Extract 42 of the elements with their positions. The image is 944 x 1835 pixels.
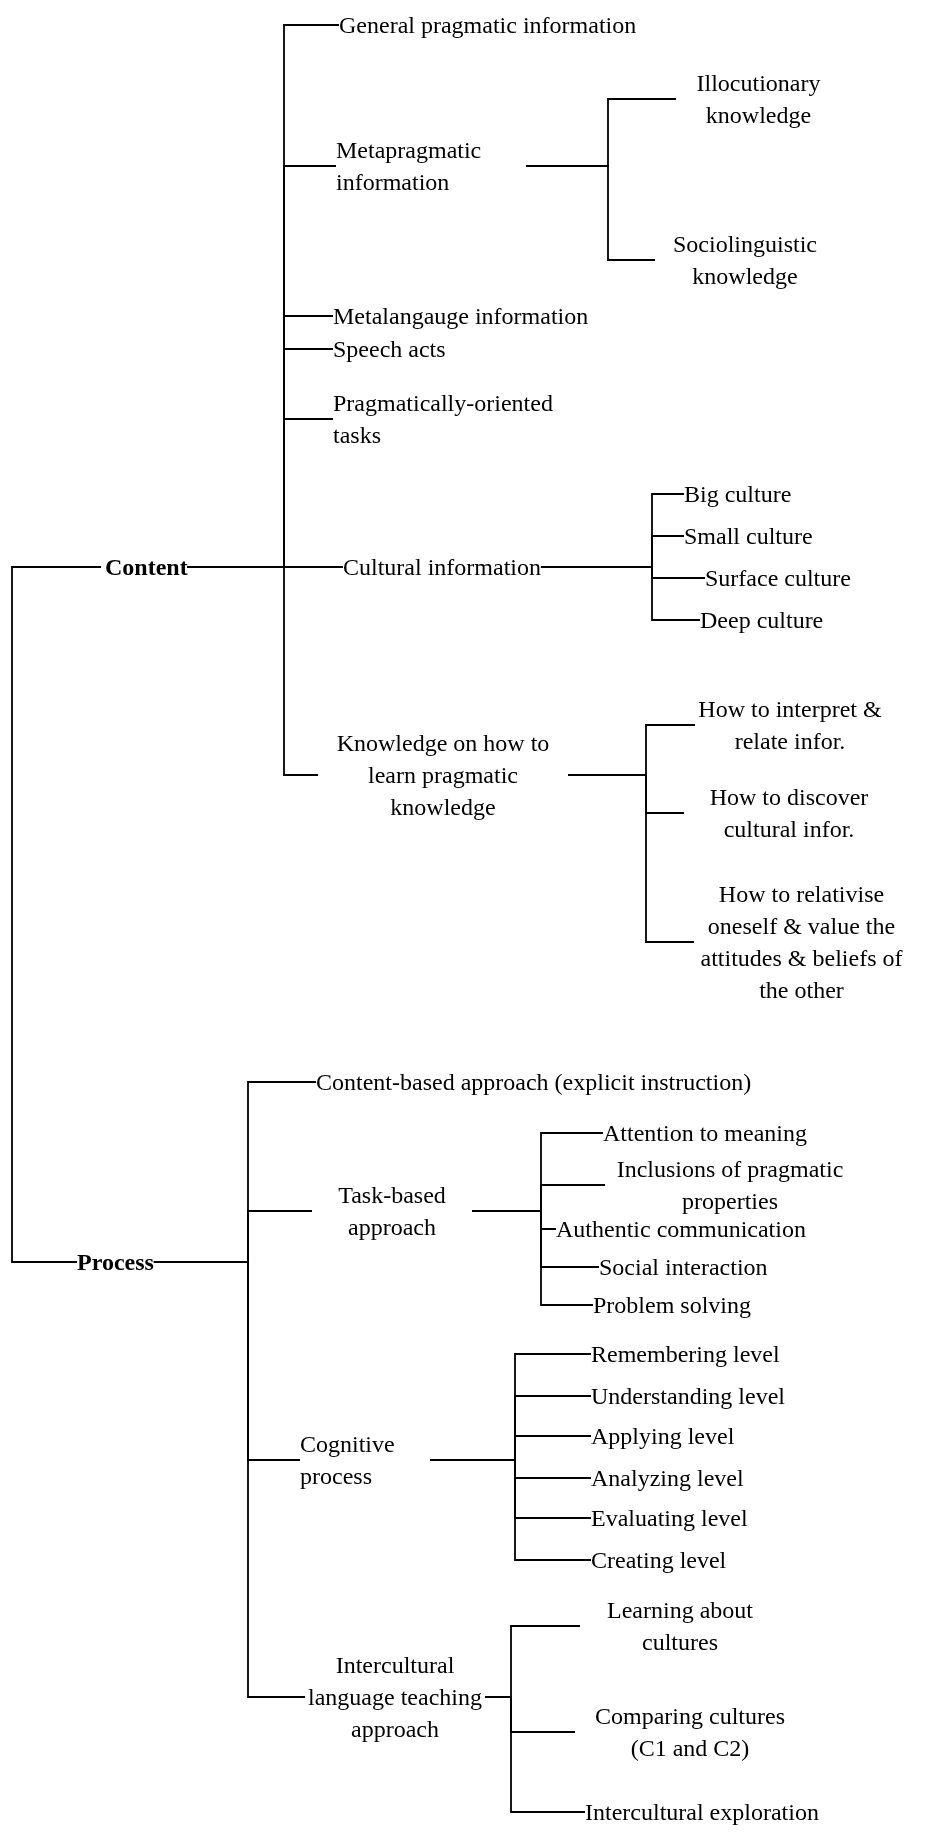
node-label: Metalangauge information	[333, 300, 589, 332]
node-label: Illocutionary knowledge	[676, 67, 841, 131]
node-label: Attention to meaning	[603, 1117, 807, 1149]
node-label: Big culture	[684, 478, 792, 510]
node-label: How to discover cultural infor.	[684, 781, 894, 845]
node-label: Remembering level	[591, 1338, 780, 1370]
node-label: Creating level	[591, 1544, 727, 1576]
tree-connector	[540, 566, 701, 621]
tree-connector	[186, 566, 319, 776]
tree-connector	[567, 774, 695, 943]
node-label: Content-based approach (explicit instruction)	[316, 1066, 752, 1098]
tree-connector	[11, 566, 102, 1263]
node-label: Speech acts	[333, 333, 446, 365]
node-label: Content	[105, 551, 188, 583]
node-label: Intercultural language teaching approach	[305, 1649, 485, 1745]
node-label: Surface culture	[705, 562, 851, 594]
node-label: Comparing cultures (C1 and C2)	[575, 1700, 805, 1764]
node-label: Deep culture	[700, 604, 824, 636]
node-label: General pragmatic information	[339, 9, 637, 41]
node-label: Learning about cultures	[580, 1594, 780, 1658]
node-label: Problem solving	[593, 1289, 751, 1321]
node-label: Process	[77, 1246, 154, 1278]
node-label: Cultural information	[343, 551, 541, 583]
node-label: Understanding level	[591, 1380, 785, 1412]
node-label: Sociolinguistic knowledge	[655, 228, 835, 292]
node-label: Task-based approach	[312, 1179, 472, 1243]
node-label: Cognitive process	[300, 1428, 430, 1492]
node-label: Small culture	[684, 520, 813, 552]
node-label: Applying level	[591, 1420, 735, 1452]
node-label: Social interaction	[599, 1251, 768, 1283]
node-label: Pragmatically-oriented tasks	[333, 387, 603, 451]
node-label: Intercultural exploration	[585, 1796, 819, 1828]
tree-connector	[471, 1210, 594, 1306]
node-label: How to interpret & relate infor.	[695, 693, 885, 757]
tree-connector	[429, 1459, 592, 1561]
tree-connector	[525, 165, 656, 261]
node-label: How to relativise oneself & value the attitudes & beliefs of the other	[694, 878, 909, 1006]
node-label: Analyzing level	[591, 1462, 744, 1494]
node-label: Knowledge on how to learn pragmatic knowledge	[318, 727, 568, 823]
tree-connector	[153, 1261, 306, 1698]
node-label: Metapragmatic information	[336, 134, 526, 198]
node-label: Evaluating level	[591, 1502, 748, 1534]
